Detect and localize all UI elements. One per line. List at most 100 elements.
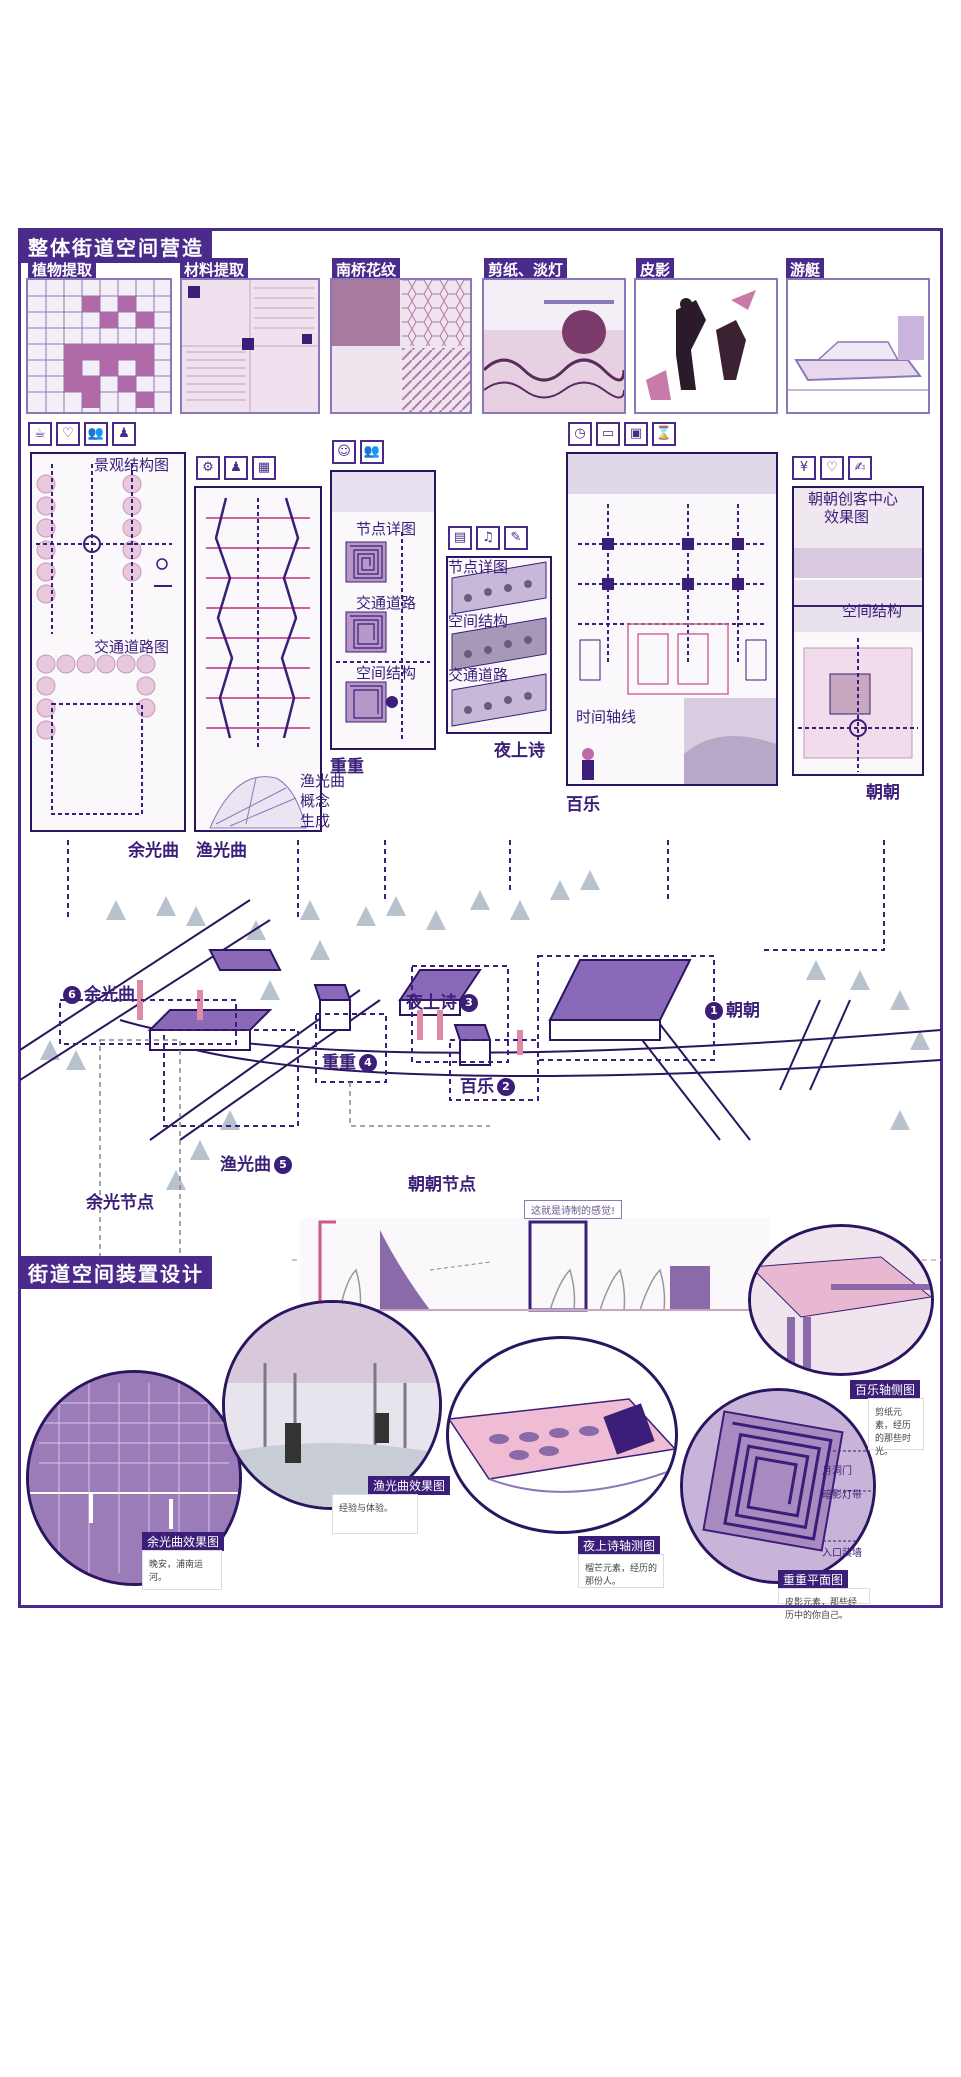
view-yuguangqu-2-circle xyxy=(222,1300,442,1510)
banner-text: 这就是诗制的感觉! xyxy=(524,1200,623,1219)
heart-icon: ♡ xyxy=(820,456,844,480)
person-icon: ♟ xyxy=(224,456,248,480)
note-view-3: 榴芒元素，经历的那份人。 xyxy=(578,1554,664,1588)
node-6-label: 余光曲 xyxy=(84,985,135,1005)
edit-icon: ✎ xyxy=(504,526,528,550)
cup-icon: ☕ xyxy=(28,422,52,446)
tile-yacht xyxy=(786,278,930,414)
panel-6-label-a: 朝朝创客中心 xyxy=(808,490,899,508)
elevation-strip xyxy=(300,1218,770,1312)
panel-6-label-b: 效果图 xyxy=(824,508,870,526)
panel-yuguangqu xyxy=(30,452,186,832)
panel-3-label-a: 节点详图 xyxy=(356,520,417,538)
heart-icon: ♡ xyxy=(56,422,80,446)
panel-1-label-b: 交通道路图 xyxy=(94,638,170,656)
panel-3-label-c: 空间结构 xyxy=(356,664,417,682)
panel-4-name: 夜上诗 xyxy=(494,741,545,761)
panel-2-label-b: 概念 xyxy=(300,792,331,810)
note-view-2: 经验与体验。 xyxy=(332,1494,418,1534)
category-label-plant: 植物提取 xyxy=(28,258,97,281)
category-label-pattern: 南桥花纹 xyxy=(332,258,401,281)
panel-4-label-a: 节点详图 xyxy=(448,558,509,576)
tile-papercut xyxy=(482,278,626,414)
caption-view-4: 重重平面图 xyxy=(778,1570,849,1589)
icon-row-4: ▤ ♫ ✎ xyxy=(448,526,528,550)
panel-5-label-a: 时间轴线 xyxy=(576,708,637,726)
caption-view-3: 夜上诗轴测图 xyxy=(578,1536,661,1555)
panel-baile xyxy=(566,452,778,786)
view-baile-circle xyxy=(748,1224,934,1376)
clock-icon: ◷ xyxy=(568,422,592,446)
note-view-5: 剪纸元素，经历的那些时光。 xyxy=(868,1398,924,1457)
section-title-street-space: 整体街道空间营造 xyxy=(20,230,212,263)
icon-row-6: ¥ ♡ ✍ xyxy=(792,456,872,480)
icon-row-2: ⚙ ♟ ▦ xyxy=(196,456,276,480)
caption-view-2: 渔光曲效果图 xyxy=(368,1476,451,1495)
panel-chongchong xyxy=(330,470,436,750)
panel-2-name: 渔光曲 xyxy=(196,841,247,861)
music-icon: ♫ xyxy=(476,526,500,550)
category-label-yacht: 游艇 xyxy=(786,258,825,281)
panel-yeshangshi xyxy=(446,556,552,734)
panel-2-label-a: 渔光曲 xyxy=(300,772,346,790)
poster-frame xyxy=(18,228,943,1608)
pen-icon: ✍ xyxy=(848,456,872,480)
node-2-number: 2 xyxy=(497,1078,515,1096)
note-view-4: 皮影元素，那些经历中的你自己。 xyxy=(778,1588,870,1621)
tile-plant-grid xyxy=(26,278,172,414)
node-label-zhaozhao: 朝朝节点 xyxy=(408,1175,476,1195)
panel-1-name: 余光曲 xyxy=(128,841,179,861)
tile-material xyxy=(180,278,320,414)
node-5-label: 渔光曲 xyxy=(220,1155,271,1175)
yen-icon: ¥ xyxy=(792,456,816,480)
icon-row-5: ◷ ▭ ▣ ⌛ xyxy=(568,422,676,446)
person-icon: ♟ xyxy=(112,422,136,446)
category-label-shadow-puppet: 皮影 xyxy=(636,258,675,281)
grid-icon: ▦ xyxy=(252,456,276,480)
node-2-label: 百乐 xyxy=(460,1077,494,1097)
panel-3-label-b: 交通道路 xyxy=(356,594,417,612)
chongchong-label-2: 暗影灯带 xyxy=(822,1490,862,1501)
panel-3-name: 重重 xyxy=(330,757,364,777)
caption-view-1: 余光曲效果图 xyxy=(142,1532,225,1551)
panel-2-label-c: 生成 xyxy=(300,812,331,830)
people-icon: 👥 xyxy=(84,422,108,446)
node-label-yuguang: 余光节点 xyxy=(86,1193,154,1213)
note-view-1: 晚安，浦南运河。 xyxy=(142,1550,222,1590)
panel-4-label-c: 交通道路 xyxy=(448,666,509,684)
panel-5-name: 百乐 xyxy=(566,795,600,815)
bed-icon: ▭ xyxy=(596,422,620,446)
chongchong-label-3: 入口装墙 xyxy=(822,1548,862,1559)
panel-6-name: 朝朝 xyxy=(866,783,900,803)
panel-zhaozhao xyxy=(792,486,924,776)
chongchong-label-1: 月洞门 xyxy=(822,1466,852,1477)
people-icon: 👥 xyxy=(360,440,384,464)
node-4-number: 4 xyxy=(359,1054,377,1072)
panel-yuguangqu-2 xyxy=(194,486,322,832)
tile-shadow-puppet xyxy=(634,278,778,414)
bike-icon: ⚙ xyxy=(196,456,220,480)
node-1-label: 朝朝 xyxy=(726,1001,760,1021)
icon-row-1: ☕ ♡ 👥 ♟ xyxy=(28,422,136,446)
node-3-label: 夜上诗 xyxy=(406,993,457,1013)
node-1-number: 1 xyxy=(705,1002,723,1020)
panel-6-label-c: 空间结构 xyxy=(842,602,903,620)
panel-1-label-a: 景观结构图 xyxy=(94,456,170,474)
tile-pattern xyxy=(330,278,472,414)
wallet-icon: ▣ xyxy=(624,422,648,446)
document-icon: ▤ xyxy=(448,526,472,550)
category-label-material: 材料提取 xyxy=(180,258,249,281)
caption-view-5: 百乐轴侧图 xyxy=(850,1380,921,1399)
category-label-papercut: 剪纸、淡灯 xyxy=(484,258,568,281)
node-3-number: 3 xyxy=(460,994,478,1012)
section-title-installation-design: 街道空间装置设计 xyxy=(20,1256,212,1289)
panel-4-label-b: 空间结构 xyxy=(448,612,509,630)
view-chongchong-circle xyxy=(680,1388,876,1584)
node-6-number: 6 xyxy=(63,986,81,1004)
node-5-number: 5 xyxy=(274,1156,292,1174)
hourglass-icon: ⌛ xyxy=(652,422,676,446)
chat-icon: ☺ xyxy=(332,440,356,464)
node-4-label: 重重 xyxy=(322,1053,356,1073)
view-yeshangshi-circle xyxy=(446,1336,678,1534)
icon-row-3: ☺ 👥 xyxy=(332,440,384,464)
